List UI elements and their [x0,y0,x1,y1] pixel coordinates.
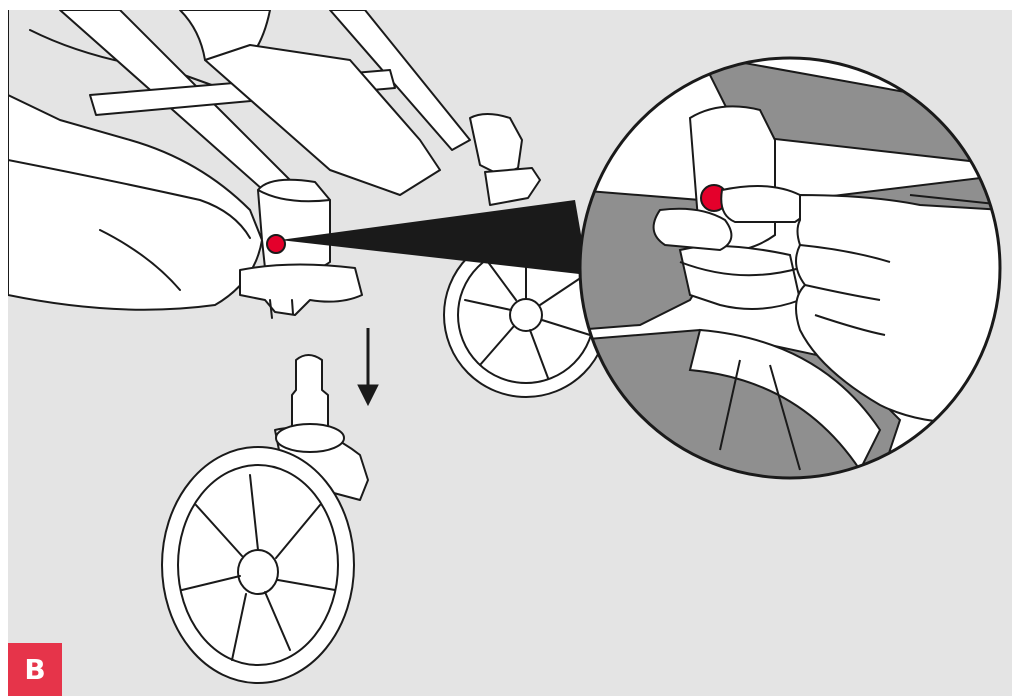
wheel-mount-top [257,189,331,203]
seat-lower-edge [99,229,181,291]
zoom-wedge [280,200,588,275]
detached-wheel-hub [237,549,279,595]
hand-thumb [720,185,806,223]
wheel-mount-base [239,263,363,316]
rear-hub-mount [469,113,523,176]
seat-fabric [8,159,251,239]
wheel-mount-base-detail [269,299,294,319]
release-button-icon [266,234,286,254]
magnified-detail [580,58,1000,478]
down-arrow-icon [357,328,379,407]
detached-wheel-spokes [181,474,336,661]
step-badge: B [8,643,62,696]
rear-wheel-spokes [464,249,591,379]
detached-wheel-inner [177,464,339,666]
zoom-wheel-spokes [719,359,801,471]
wheel-mount-housing [257,178,331,274]
detached-wheel-collar [275,423,345,453]
zoom-mount-ring [679,261,801,277]
stroller-illustration [8,10,1002,684]
illustration-panel [8,10,1012,696]
frame-tray [204,44,441,196]
hand-index [652,207,733,252]
magnified-detail-border [578,56,1002,480]
frame-bar-rear [329,10,471,151]
hand-fingers [799,244,891,336]
rear-hub-lower [484,167,541,206]
